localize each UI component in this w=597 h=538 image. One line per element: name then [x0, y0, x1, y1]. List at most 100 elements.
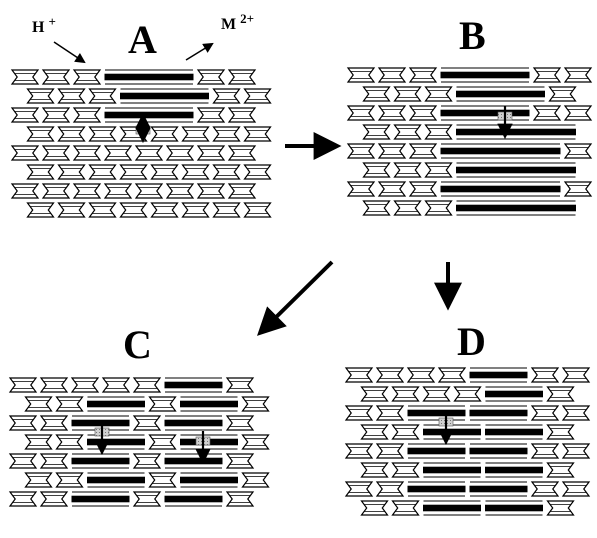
layer-cell [408, 67, 438, 83]
layer-cell [196, 107, 226, 123]
layer-cell [360, 462, 389, 478]
layer-cell [8, 453, 38, 469]
layer-cell [10, 183, 40, 199]
layer-cell [437, 367, 467, 383]
layer-cell [243, 164, 272, 180]
layer-cell [26, 202, 55, 218]
interlayer-band [164, 457, 223, 465]
layer-cell [41, 107, 71, 123]
layer-cell [165, 183, 195, 199]
interlayer-band [71, 457, 130, 465]
layer-cell [227, 183, 257, 199]
layer-cell [563, 143, 593, 159]
layer-cell [150, 202, 179, 218]
interlayer-band [87, 476, 145, 484]
proton-charge: + [48, 14, 56, 29]
arrow-to-c-icon [257, 260, 334, 336]
layer-cell [375, 367, 405, 383]
interlayer-band [71, 495, 130, 503]
layer-cell [346, 105, 376, 121]
layer-cell [88, 164, 117, 180]
layer-cell [375, 481, 405, 497]
layer-cell [196, 145, 226, 161]
layer-cell [532, 105, 562, 121]
layer-cell [391, 424, 420, 440]
layer-cell [453, 386, 482, 402]
layer-cell [243, 88, 272, 104]
panel-d-structure [344, 367, 591, 516]
interlayer-band [485, 466, 543, 474]
layer-cell [563, 67, 593, 83]
layer-cell [561, 443, 591, 459]
layer-cell [561, 405, 591, 421]
interlayer-band [407, 447, 466, 455]
layer-cell [26, 126, 55, 142]
layer-cell [8, 377, 38, 393]
layer-cell [424, 124, 453, 140]
layer-cell [148, 472, 177, 488]
layer-cell [212, 164, 241, 180]
ion-out-arrow-icon [185, 42, 214, 61]
layer-cell [530, 405, 560, 421]
layer-cell [393, 200, 422, 216]
interlayer-band [485, 428, 543, 436]
interlayer-band [440, 109, 530, 117]
panel-a-structure [10, 69, 272, 218]
layer-cell [57, 164, 86, 180]
layer-cell [41, 145, 71, 161]
layer-cell [241, 396, 270, 412]
layer-cell [377, 67, 407, 83]
layer-cell [119, 202, 148, 218]
layer-cell [548, 86, 577, 102]
interlayer-band [104, 111, 194, 119]
layer-cell [196, 183, 226, 199]
interlayer-band [87, 400, 145, 408]
interlayer-band [456, 90, 545, 98]
layer-cell [132, 453, 162, 469]
layer-cell [346, 143, 376, 159]
layer-cell [55, 434, 84, 450]
interlayer-band [469, 447, 528, 455]
layer-cell [39, 491, 69, 507]
interlayer-band [423, 504, 481, 512]
layer-cell [72, 107, 102, 123]
layer-cell [132, 491, 162, 507]
layer-cell [362, 124, 391, 140]
interlayer-band [180, 476, 238, 484]
layer-cell [39, 415, 69, 431]
layer-cell [362, 200, 391, 216]
layer-cell [530, 481, 560, 497]
layer-cell [101, 377, 131, 393]
layer-cell [360, 500, 389, 516]
layer-cell [393, 124, 422, 140]
layer-cell [55, 472, 84, 488]
layer-cell [546, 424, 575, 440]
layer-cell [393, 162, 422, 178]
layer-cell [148, 396, 177, 412]
layer-cell [72, 183, 102, 199]
interlayer-band [423, 428, 481, 436]
panel-b-structure [346, 67, 593, 216]
layer-cell [225, 377, 255, 393]
ion-in-arrow-icon [53, 41, 86, 64]
layer-cell [424, 162, 453, 178]
metal-symbol: M [221, 16, 237, 33]
panel-label-a: A [128, 17, 157, 62]
layer-cell [422, 386, 451, 402]
layer-cell [10, 69, 40, 85]
layer-cell [241, 472, 270, 488]
layer-cell [212, 202, 241, 218]
layer-cell [88, 202, 117, 218]
layer-cell [563, 105, 593, 121]
layer-cell [561, 481, 591, 497]
layer-cell [563, 181, 593, 197]
layer-cell [181, 202, 210, 218]
interlayer-band [456, 166, 576, 174]
layer-cell [57, 88, 86, 104]
layer-cell [212, 126, 241, 142]
layer-cell [241, 434, 270, 450]
layer-cell [377, 143, 407, 159]
layer-cell [132, 377, 162, 393]
layer-cell [165, 145, 195, 161]
